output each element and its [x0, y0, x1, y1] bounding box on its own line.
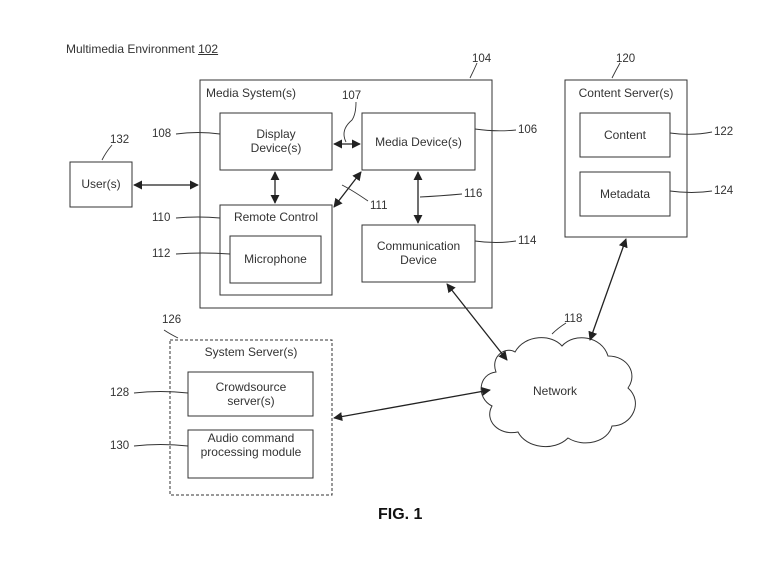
leader-106 [474, 128, 517, 132]
leader-107 [343, 101, 357, 143]
leader-111 [341, 184, 369, 202]
network-label: Network [532, 384, 577, 398]
media-device-label: Media Device(s) [375, 135, 462, 149]
display-device-box [219, 112, 333, 171]
display-device-label: Display Device(s) [250, 127, 302, 155]
comm-network-arrow [446, 283, 508, 361]
ref-122: 122 [714, 126, 734, 138]
leader-132 [101, 144, 113, 161]
figure-label: FIG. 1 [378, 506, 423, 523]
user-label: User(s) [81, 177, 121, 191]
crowdsource-server-box [187, 371, 314, 417]
ref-128: 128 [110, 387, 130, 399]
content-server-network-arrow [588, 238, 628, 341]
diagram-title-ref: 102 [198, 42, 219, 56]
remote-media-device-arrow [333, 171, 362, 208]
ref-104: 104 [472, 53, 492, 65]
ref-110: 110 [152, 212, 171, 224]
content-server-label: Content Server(s) [578, 86, 674, 100]
diagram-title: Multimedia Environment 102 [66, 42, 218, 56]
communication-device-box [361, 224, 476, 283]
ref-118: 118 [564, 313, 583, 325]
leader-112 [175, 252, 231, 255]
communication-device-label: Communication Device [376, 239, 461, 267]
ref-106: 106 [518, 124, 538, 136]
ref-120: 120 [616, 53, 636, 65]
leader-108 [175, 132, 221, 135]
content-label: Content [603, 128, 647, 142]
ref-132: 132 [110, 134, 130, 146]
ref-116: 116 [464, 188, 483, 200]
leader-114 [474, 240, 517, 243]
remote-control-label: Remote Control [233, 210, 319, 224]
ref-126: 126 [162, 314, 182, 326]
crowdsource-server-label: Crowdsource server(s) [215, 380, 287, 408]
user-box [69, 161, 133, 208]
metadata-box [579, 171, 671, 217]
ref-111: 111 [370, 200, 388, 212]
leader-110 [175, 216, 221, 219]
ref-107: 107 [342, 90, 362, 102]
system-server-label: System Server(s) [204, 345, 298, 359]
leader-118 [551, 322, 567, 335]
leader-116 [419, 193, 463, 198]
content-box [579, 112, 671, 158]
leader-104 [469, 62, 478, 79]
leader-120 [611, 62, 621, 79]
media-device-box [361, 112, 476, 171]
microphone-box [229, 235, 322, 284]
media-system-box [199, 79, 493, 309]
metadata-label: Metadata [599, 187, 651, 201]
audio-command-module-box [187, 429, 314, 479]
ref-130: 130 [110, 440, 130, 452]
ref-108: 108 [152, 128, 172, 140]
ref-124: 124 [714, 185, 734, 197]
system-server-network-arrow [333, 386, 491, 422]
leader-124 [669, 190, 713, 193]
leader-122 [669, 131, 713, 135]
ref-114: 114 [518, 235, 537, 247]
leader-128 [133, 391, 189, 394]
audio-command-module-label: Audio command processing module [200, 431, 302, 459]
media-system-label: Media System(s) [206, 86, 297, 100]
microphone-label: Microphone [244, 252, 307, 266]
diagram-title-text: Multimedia Environment [66, 42, 195, 56]
ref-112: 112 [152, 248, 171, 260]
leader-130 [133, 444, 189, 447]
leader-126 [163, 329, 179, 339]
